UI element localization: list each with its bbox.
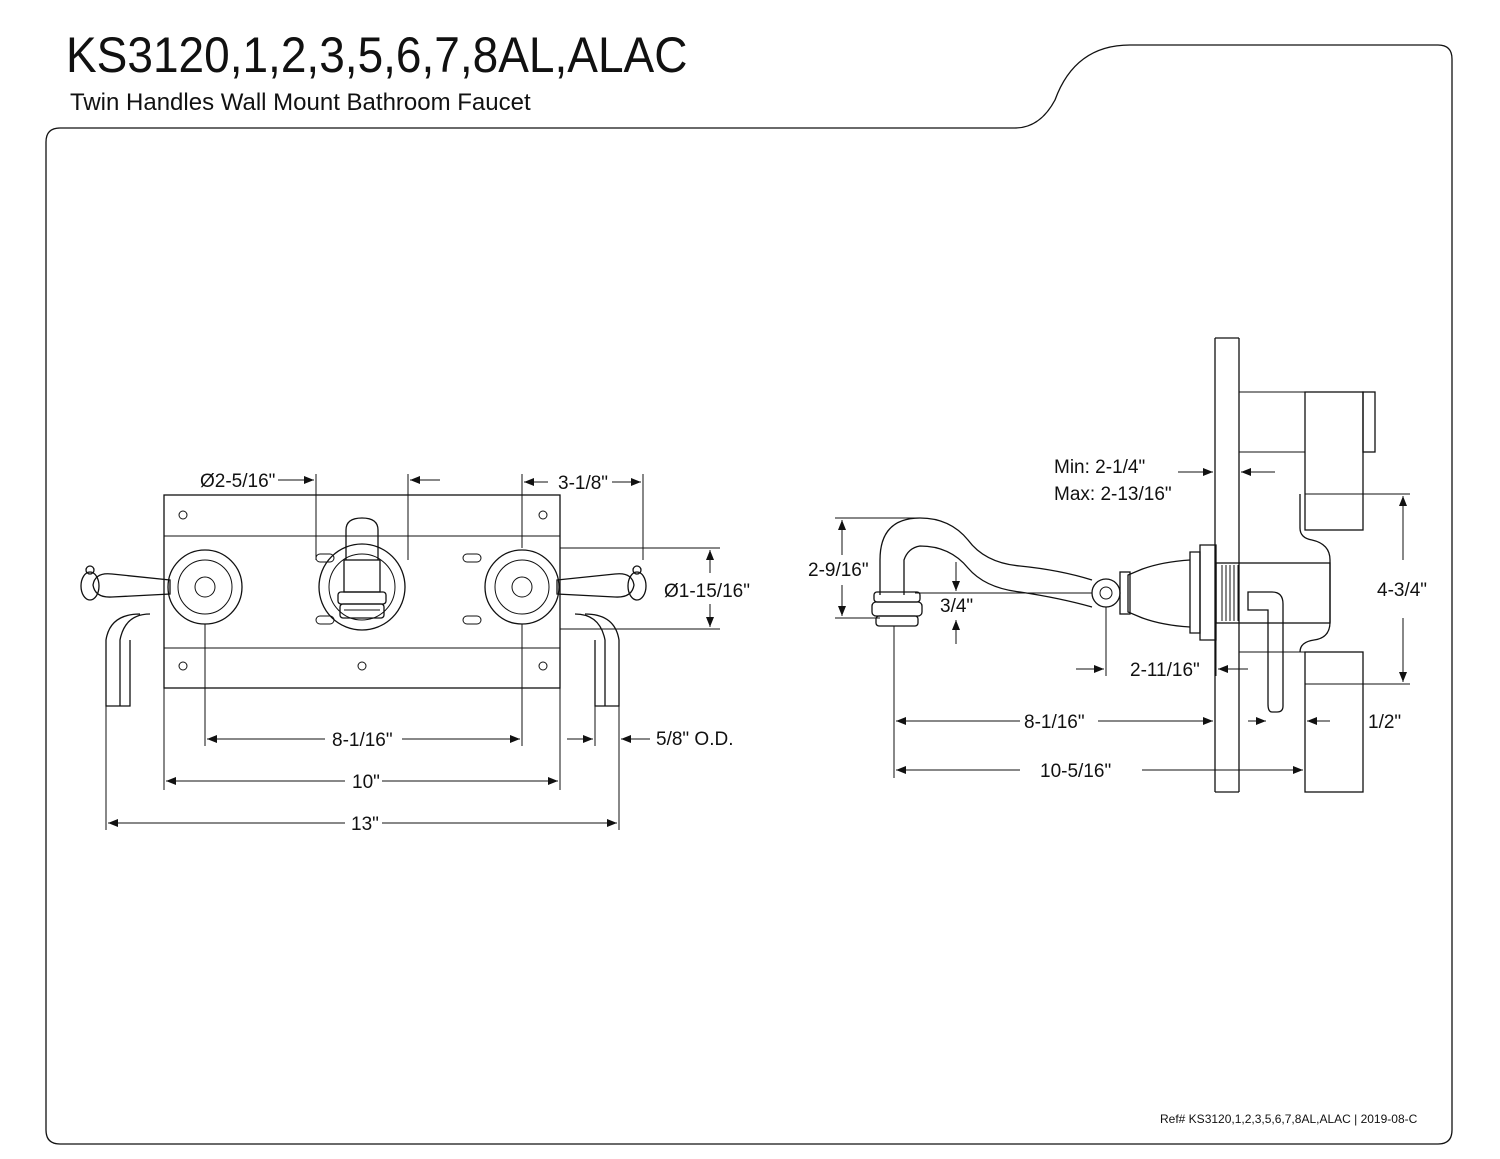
dim-spout-dia: Ø1-15/16" [664, 581, 750, 602]
dim-valve-height: 4-3/4" [1377, 580, 1427, 601]
left-supply-tube [105, 613, 151, 707]
spout-escutcheon [318, 543, 406, 631]
dim-tube-od: 5/8" O.D. [656, 729, 734, 750]
drawing-title: KS3120,1,2,3,5,6,7,8AL,ALAC [66, 27, 688, 83]
side-view [835, 337, 1410, 793]
dim-outlet-height: 3/4" [940, 596, 973, 617]
dim-wall-max: Max: 2-13/16" [1054, 484, 1172, 505]
dim-spout-reach: 8-1/16" [1024, 712, 1085, 733]
drawing-subtitle: Twin Handles Wall Mount Bathroom Faucet [70, 89, 531, 116]
mounting-plate [163, 494, 561, 689]
dim-plate-width: 10" [352, 772, 380, 793]
right-escutcheon [484, 549, 560, 625]
spout-neck [345, 517, 379, 560]
left-lever [92, 573, 171, 598]
reference-note: Ref# KS3120,1,2,3,5,6,7,8AL,ALAC | 2019-… [1160, 1112, 1418, 1126]
dim-inlet-size: 1/2" [1368, 712, 1401, 733]
dim-handle-offset: 3-1/8" [558, 473, 608, 494]
dim-escutcheon-dia: Ø2-5/16" [200, 471, 275, 492]
dim-flange-depth: 2-11/16" [1130, 660, 1200, 681]
dim-center-spread: 8-1/16" [332, 730, 393, 751]
dim-overall-width: 13" [351, 814, 379, 835]
right-lever [556, 573, 635, 598]
side-spout [879, 517, 1093, 595]
sheet-border [45, 44, 1453, 1145]
dim-wall-min: Min: 2-1/4" [1054, 457, 1145, 478]
right-supply-tube [574, 613, 620, 707]
front-view [80, 474, 720, 830]
dim-overall-reach: 10-5/16" [1040, 761, 1111, 782]
left-escutcheon [167, 549, 243, 625]
dim-spout-height: 2-9/16" [808, 560, 869, 581]
